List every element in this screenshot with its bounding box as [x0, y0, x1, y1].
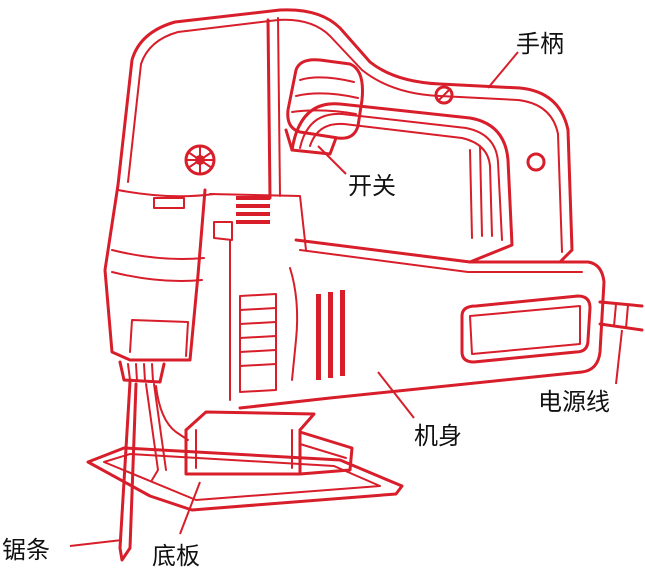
body-leader-line: [377, 371, 415, 419]
body-label: 机身: [414, 422, 462, 450]
switch-label: 开关: [348, 172, 396, 200]
base-plate-leader-line: [179, 481, 201, 535]
switch-part: [284, 58, 364, 156]
power-cord-part: [598, 300, 644, 332]
power-cord-label: 电源线: [538, 388, 610, 416]
base-plate-part: [86, 385, 404, 512]
blade-leader-line: [69, 539, 123, 547]
blade-part: [118, 380, 167, 562]
motor-body-part: [229, 238, 606, 410]
handle-part: [116, 8, 574, 264]
handle-label: 手柄: [516, 30, 564, 58]
switch-leader-line: [317, 145, 347, 175]
blade-label: 锯条: [2, 536, 50, 564]
handle-leader-line: [487, 51, 519, 89]
front-housing-part: [103, 144, 307, 384]
power-cord-leader-line: [615, 329, 623, 385]
base-plate-label: 底板: [152, 542, 200, 570]
